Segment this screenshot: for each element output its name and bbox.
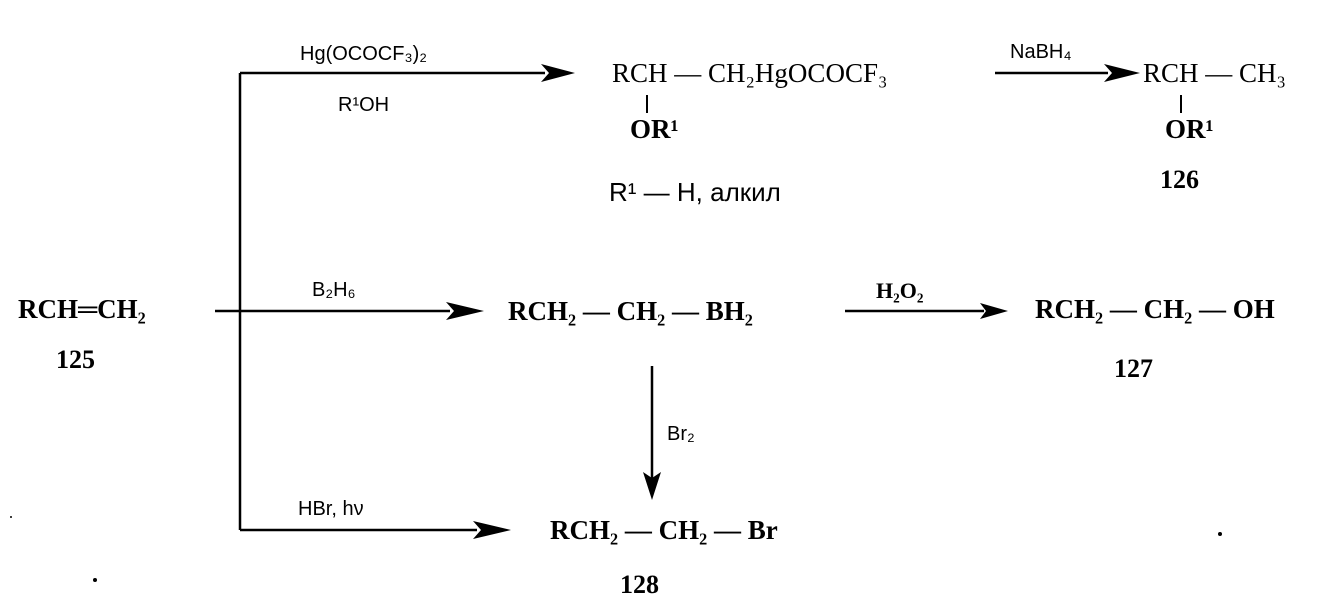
reagent-mercury-trifluoroacetate: Hg(OCOCF₃)₂	[300, 43, 428, 65]
compound-127-formula: RCH₂ — CH₂ — OH	[1035, 294, 1275, 324]
reagent-diborane: B₂H₆	[312, 279, 356, 301]
reagent-sodium-borohydride: NaBH₄	[1010, 41, 1072, 63]
reagent-alcohol: R¹OH	[338, 94, 390, 116]
arrowhead-middle	[446, 302, 484, 320]
compound-126-number: 126	[1160, 165, 1199, 194]
reagent-bromine: Br₂	[667, 423, 695, 445]
mercury-adduct-substituent: OR¹	[630, 114, 679, 144]
scan-speck	[10, 516, 12, 518]
reagent-hbr-light: HBr, hν	[298, 498, 364, 520]
compound-126-formula: RCH — CH₃	[1143, 58, 1286, 88]
arrowhead-br2	[643, 472, 661, 500]
scan-speck	[93, 578, 97, 582]
reagent-hydrogen-peroxide: H₂O₂	[876, 278, 924, 303]
compound-125-formula: RCH═CH₂	[18, 294, 146, 324]
arrowhead-bottom	[473, 521, 511, 539]
arrowhead-h2o2	[980, 303, 1008, 319]
r1-definition-note: R¹ — H, алкил	[609, 177, 781, 207]
mercury-adduct-formula: RCH — CH₂HgOCOCF₃	[612, 58, 888, 88]
organoborane-formula: RCH₂ — CH₂ — BH₂	[508, 296, 753, 326]
scan-speck	[1218, 532, 1222, 536]
compound-127-number: 127	[1114, 354, 1153, 383]
compound-125-number: 125	[56, 345, 95, 374]
arrowhead-nabh4	[1104, 64, 1140, 82]
arrowhead-top	[541, 64, 575, 82]
compound-126-substituent: OR¹	[1165, 114, 1214, 144]
compound-128-formula: RCH₂ — CH₂ — Br	[550, 515, 778, 545]
compound-128-number: 128	[620, 570, 659, 599]
